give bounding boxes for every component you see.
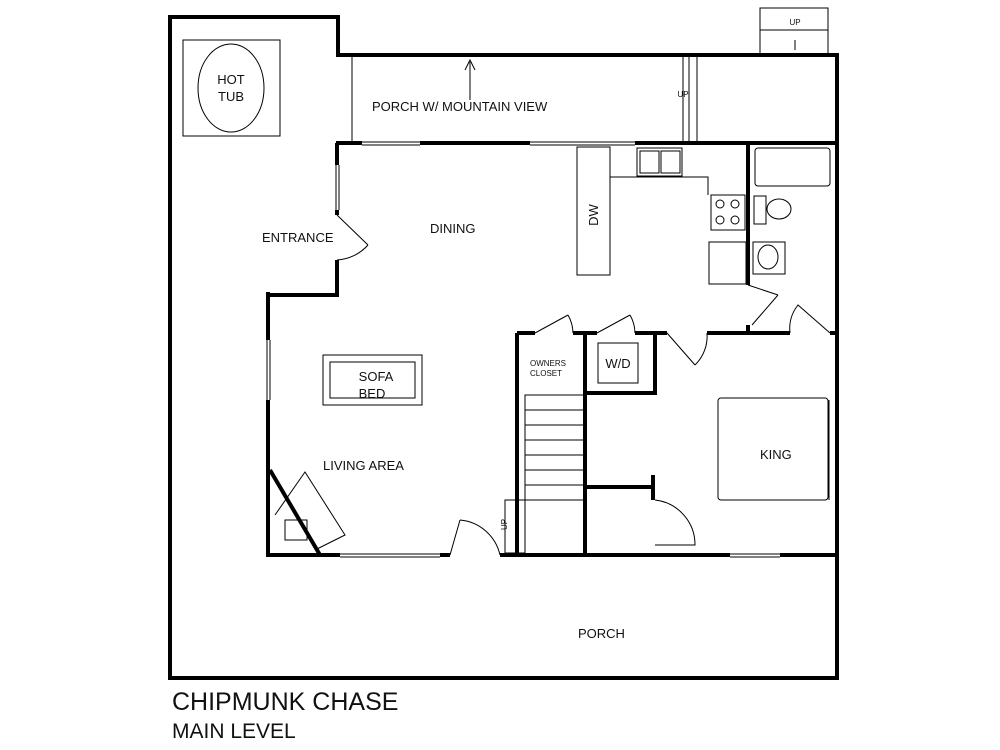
- interior-stairs: [504, 394, 586, 554]
- sofa-bed-label: SOFA: [359, 369, 394, 384]
- interior-stairs-up-label: UP: [500, 519, 509, 530]
- fireplace: [274, 471, 346, 551]
- owners-closet-label: OWNERS: [530, 359, 566, 368]
- king-bed: [717, 397, 829, 501]
- kitchen-fixtures: [576, 146, 747, 285]
- plan-subtitle: MAIN LEVEL: [172, 720, 296, 743]
- doors: [336, 214, 831, 556]
- sofa-bed-label-2: BED: [359, 386, 386, 401]
- porch-stairs-up-label: UP: [677, 90, 688, 99]
- owners-closet-label-2: CLOSET: [530, 369, 562, 378]
- outer-wall: [168, 15, 839, 680]
- dining-label: DINING: [430, 221, 476, 236]
- entrance-label: ENTRANCE: [262, 230, 334, 245]
- king-bedroom-label: KING: [760, 447, 792, 462]
- porch-lines: [351, 57, 698, 141]
- windows: [266, 141, 830, 558]
- hot-tub-label-2: TUB: [218, 89, 244, 104]
- exterior-stairs: [759, 7, 829, 56]
- plan-title: CHIPMUNK CHASE: [172, 688, 399, 716]
- room-labels: HOT TUB PORCH W/ MOUNTAIN VIEW ENTRANCE …: [217, 18, 800, 641]
- interior-walls: [266, 141, 837, 557]
- dishwasher-label: DW: [586, 203, 601, 225]
- stairs-up-label: UP: [789, 18, 800, 27]
- living-area-label: LIVING AREA: [323, 458, 404, 473]
- washer-dryer-label: W/D: [605, 356, 630, 371]
- sofa-bed: [322, 354, 423, 406]
- washer-dryer: [597, 342, 639, 384]
- hot-tub: [182, 39, 281, 137]
- porch-mountain-view-label: PORCH W/ MOUNTAIN VIEW: [372, 99, 548, 114]
- bathroom-fixtures: [752, 147, 831, 275]
- porch-label: PORCH: [578, 626, 625, 641]
- hot-tub-label: HOT: [217, 72, 245, 87]
